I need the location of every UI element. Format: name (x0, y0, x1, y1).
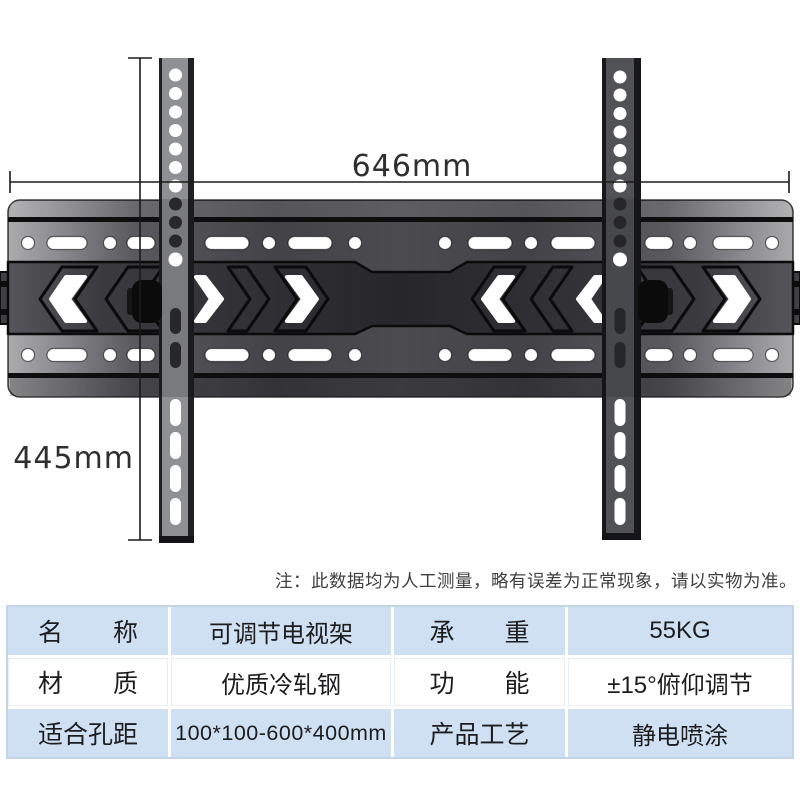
vesa-rail-left (159, 58, 194, 543)
width-dimension-label: 646mm (352, 149, 473, 184)
wall-plate (6, 199, 795, 398)
spec-material-label: 材 质 (8, 658, 168, 706)
vesa-rail-right (602, 58, 641, 540)
spec-name-value: 可调节电视架 (171, 607, 391, 655)
mounting-slots-bottom (20, 347, 780, 363)
spec-process-value: 静电喷涂 (568, 709, 792, 757)
height-dimension-label: 445mm (13, 441, 134, 476)
spec-load-value: 55KG (568, 607, 792, 655)
spec-name-label: 名 称 (8, 607, 168, 655)
spec-function-label: 功 能 (394, 658, 565, 706)
mounting-slots-top (20, 235, 780, 251)
tilt-knob-right (638, 280, 673, 323)
spec-vesa-value: 100*100-600*400mm (171, 709, 391, 757)
chevron-cutouts-white (49, 275, 751, 323)
bracket-diagram: 646mm 445mm (0, 57, 800, 543)
spec-process-label: 产品工艺 (394, 709, 565, 757)
spec-function-value: ±15°俯仰调节 (568, 658, 792, 706)
height-dimension-line (128, 57, 152, 541)
spec-vesa-label: 适合孔距 (8, 709, 168, 757)
spec-material-value: 优质冷轧钢 (171, 658, 391, 706)
measurement-note: 注：此数据均为人工测量，略有误差为正常现象，请以实物为准。 (275, 571, 797, 591)
spec-load-label: 承 重 (394, 607, 565, 655)
spec-table: 名 称 可调节电视架 承 重 55KG 材 质 优质冷轧钢 功 能 ±15°俯仰… (6, 605, 794, 759)
